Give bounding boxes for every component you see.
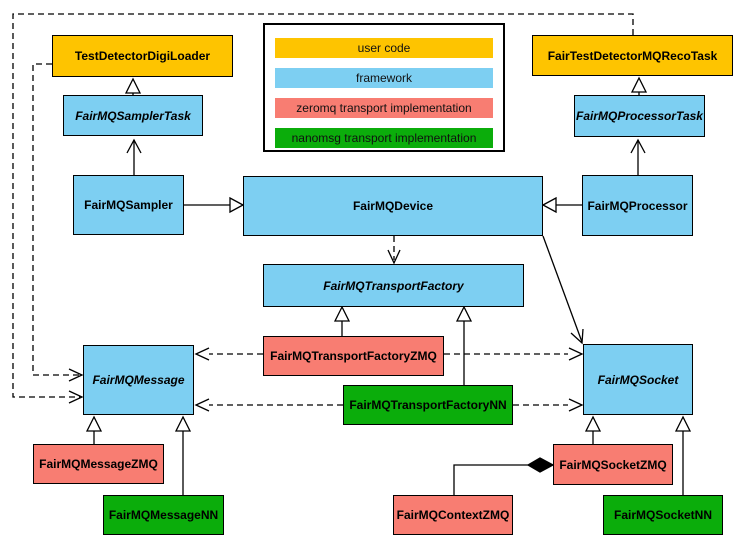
node-fair-mq-transport-factory: FairMQTransportFactory	[263, 264, 524, 307]
edge-messagenn-to-message	[174, 415, 192, 495]
node-fair-mq-message: FairMQMessage	[83, 345, 194, 415]
edge-processortask-to-recotask	[630, 76, 648, 95]
node-label: FairMQContextZMQ	[396, 508, 510, 522]
edge-recotask-to-message	[12, 13, 634, 404]
edge-socketzmq-to-socket	[584, 415, 602, 444]
node-label: FairMQMessageNN	[108, 508, 219, 522]
node-label: FairMQMessage	[92, 373, 185, 387]
edge-device-to-transportfactory	[387, 236, 401, 265]
node-fair-test-detector-mq-reco-task: FairTestDetectorMQRecoTask	[532, 35, 733, 76]
node-label: FairTestDetectorMQRecoTask	[547, 48, 718, 63]
node-fair-mq-context-zmq: FairMQContextZMQ	[393, 495, 513, 535]
edge-factorynn-to-transportfactory	[455, 305, 473, 385]
legend-label-framework: framework	[355, 71, 412, 85]
node-fair-mq-sampler: FairMQSampler	[73, 175, 184, 235]
node-label: FairMQSampler	[84, 198, 173, 212]
node-test-detector-digi-loader: TestDetectorDigiLoader	[52, 35, 233, 77]
node-fair-mq-message-nn: FairMQMessageNN	[103, 495, 224, 535]
node-fair-mq-message-zmq: FairMQMessageZMQ	[33, 444, 164, 484]
edge-factoryzmq-to-socket	[444, 347, 584, 361]
legend-item-framework: framework	[275, 68, 493, 88]
node-label: FairMQDevice	[352, 199, 434, 213]
edge-sampler-to-samplertask	[126, 138, 142, 175]
node-fair-mq-sampler-task: FairMQSamplerTask	[63, 95, 203, 136]
node-fair-mq-transport-factory-nn: FairMQTransportFactoryNN	[343, 385, 513, 425]
legend-item-user-code: user code	[275, 38, 493, 58]
node-fair-mq-socket-nn: FairMQSocketNN	[603, 495, 723, 535]
edge-contextzmq-to-socketzmq	[453, 457, 555, 495]
edge-digiloader-to-message	[32, 63, 84, 382]
node-label: FairMQProcessor	[587, 198, 688, 213]
node-fair-mq-transport-factory-zmq: FairMQTransportFactoryZMQ	[263, 336, 444, 376]
node-fair-mq-processor-task: FairMQProcessorTask	[574, 95, 705, 137]
node-label: TestDetectorDigiLoader	[74, 49, 211, 63]
edge-factorynn-to-socket	[513, 398, 584, 412]
legend-label-nanomsg: nanomsg transport implementation	[291, 131, 477, 145]
node-label: FairMQSocketZMQ	[559, 457, 667, 472]
legend-label-user-code: user code	[357, 41, 411, 55]
legend-label-zeromq: zeromq transport implementation	[296, 101, 472, 115]
legend-item-zeromq: zeromq transport implementation	[275, 98, 493, 118]
edge-factorynn-to-message	[194, 398, 343, 412]
node-label: FairMQSamplerTask	[75, 108, 191, 123]
edge-messagezmq-to-message	[85, 415, 103, 444]
node-label: FairMQTransportFactoryNN	[349, 398, 507, 412]
node-label: FairMQMessageZMQ	[39, 457, 158, 471]
node-label: FairMQProcessorTask	[576, 109, 703, 123]
edge-samplertask-to-digiloader	[124, 77, 142, 95]
legend-box: user code framework zeromq transport imp…	[263, 23, 505, 152]
node-fair-mq-device: FairMQDevice	[243, 176, 543, 236]
edge-processor-to-device	[541, 196, 582, 214]
node-label: FairMQTransportFactoryZMQ	[270, 349, 437, 363]
edge-processor-to-processortask	[630, 138, 646, 175]
edge-device-to-socket	[542, 235, 584, 345]
edge-factoryzmq-to-transportfactory	[333, 305, 351, 336]
edge-sampler-to-device	[184, 196, 245, 214]
node-fair-mq-socket: FairMQSocket	[583, 344, 693, 415]
node-fair-mq-socket-zmq: FairMQSocketZMQ	[553, 444, 673, 485]
edge-socketnn-to-socket	[674, 415, 692, 495]
node-fair-mq-processor: FairMQProcessor	[582, 175, 693, 236]
node-label: FairMQSocketNN	[613, 508, 713, 522]
edge-factoryzmq-to-message	[194, 347, 263, 361]
node-label: FairMQSocket	[597, 372, 679, 387]
legend-item-nanomsg: nanomsg transport implementation	[275, 128, 493, 148]
node-label: FairMQTransportFactory	[323, 278, 464, 293]
